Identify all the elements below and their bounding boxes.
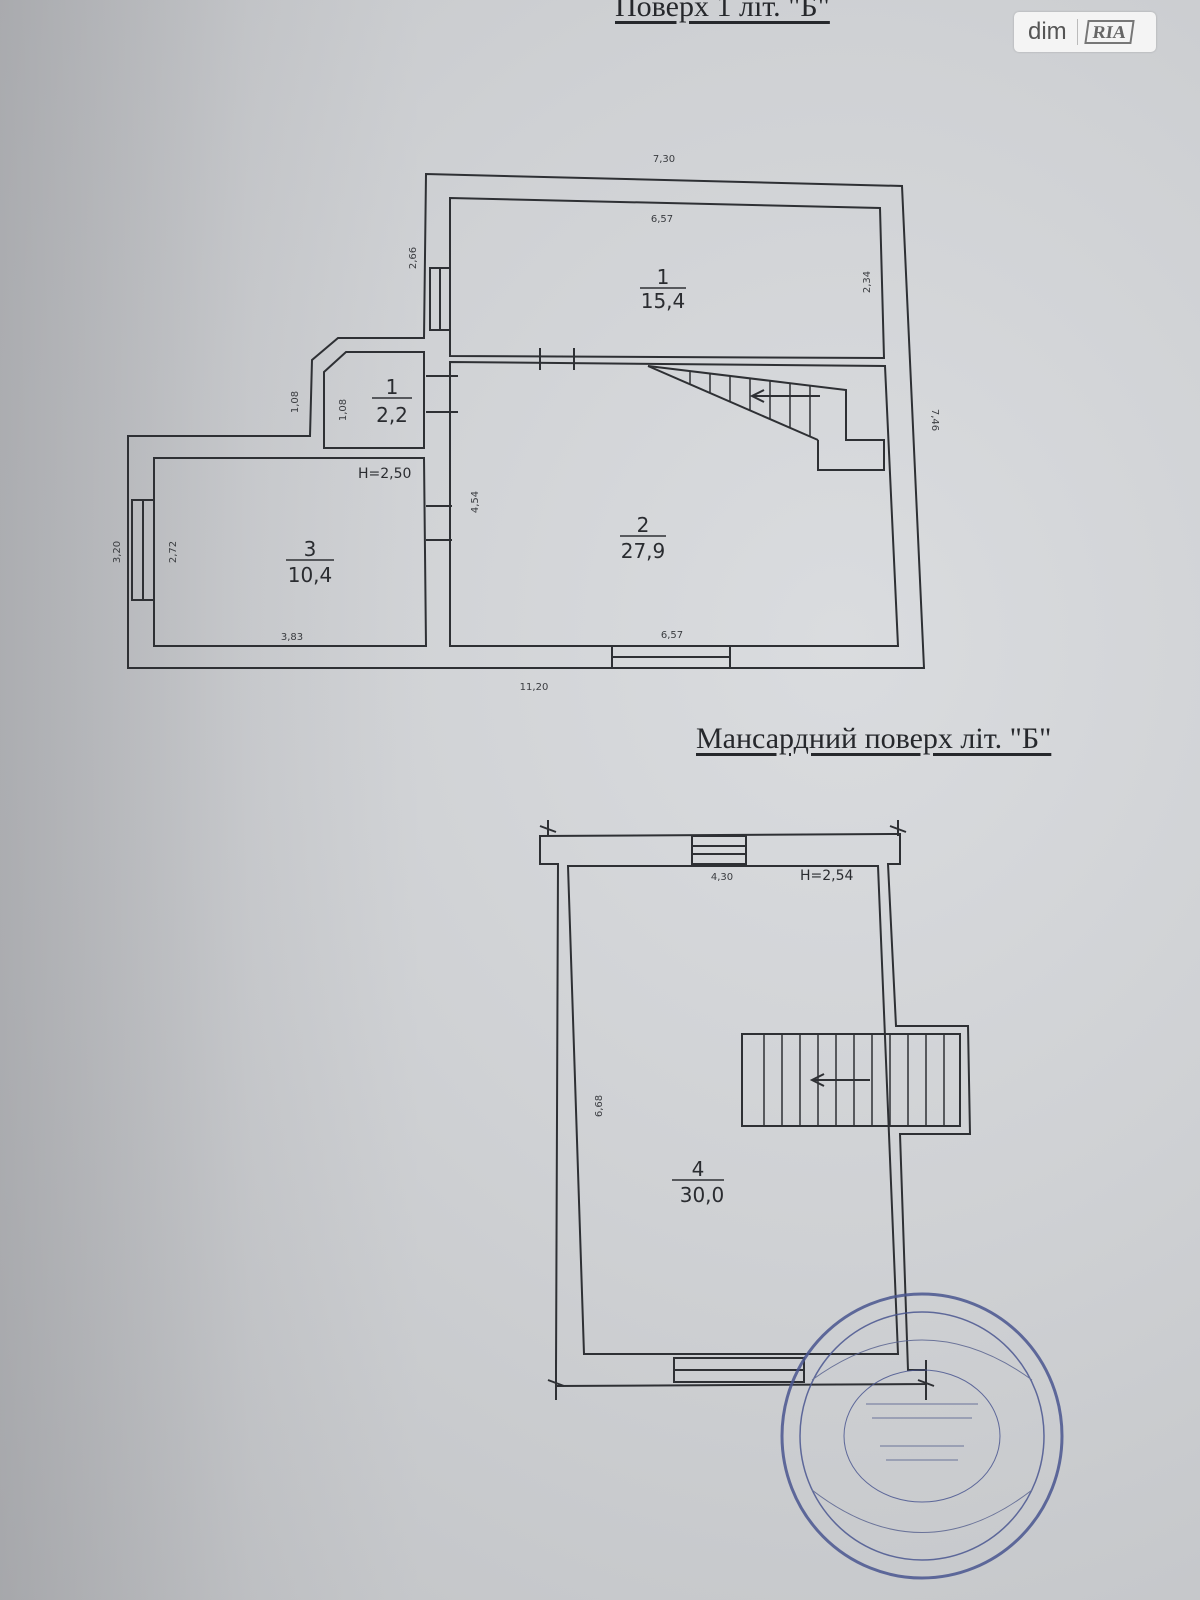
room-3-number: 3 — [304, 537, 317, 561]
attic-inner-wall — [566, 865, 900, 1355]
ground-floor-labels: 1 15,4 1 2,2 2 27,9 3 10,4 H=2,50 7,30 6… — [112, 154, 940, 693]
dim-room3-inner: 2,72 — [168, 541, 179, 563]
dim-room3-outer: 3,20 — [112, 541, 123, 563]
dim-room1-depth: 2,34 — [862, 271, 873, 293]
break-mark-bottom-right — [917, 1360, 935, 1400]
logo-dim-text: dim — [1028, 18, 1067, 45]
dim-left-small: 2,66 — [408, 247, 419, 269]
dim-top-outer: 7,30 — [653, 154, 675, 165]
ground-floor-plan — [127, 172, 926, 669]
ground-height-label: H=2,50 — [358, 466, 411, 482]
dim-vest-outer: 1,08 — [290, 391, 301, 413]
vestibule-outline — [323, 351, 425, 449]
attic-stair-treads — [763, 1034, 945, 1126]
break-mark-top-left — [539, 820, 557, 836]
attic-staircase — [741, 1033, 961, 1127]
room-4-area: 30,0 — [680, 1183, 725, 1207]
attic-height-label: H=2,54 — [800, 868, 854, 884]
ground-floor-title: Поверх 1 літ. "Б" — [615, 0, 830, 23]
dimria-logo: dim RIA — [1014, 12, 1156, 52]
room-1-number: 1 — [657, 265, 670, 289]
dim-vest-inner: 1,08 — [338, 399, 349, 421]
paper-shadow — [0, 0, 420, 1600]
room-1-area: 15,4 — [641, 289, 686, 313]
logo-separator — [1076, 19, 1078, 45]
dim-right-outer: 7,46 — [929, 409, 940, 431]
break-mark-bottom-left — [547, 1360, 565, 1400]
dim-room3-width: 3,83 — [281, 632, 303, 643]
dim-bottom-outer: 11,20 — [520, 682, 549, 693]
ground-outer-wall — [127, 172, 926, 669]
dim-room2-width: 6,57 — [661, 630, 683, 641]
attic-floor-plan — [539, 820, 972, 1400]
room-3-area: 10,4 — [288, 563, 333, 587]
dim-attic-depth: 6,68 — [594, 1095, 605, 1117]
ground-staircase — [647, 365, 885, 471]
room-3-outline — [153, 457, 428, 647]
room-2-outline — [449, 360, 900, 647]
attic-outer-wall — [539, 832, 972, 1388]
ground-stair-treads — [689, 371, 811, 436]
vestibule-number: 1 — [386, 375, 399, 399]
attic-floor-title: Мансардний поверх літ. "Б" — [696, 722, 1052, 755]
dim-room1-width: 6,57 — [651, 214, 673, 225]
attic-window-top — [691, 835, 747, 865]
room-2-number: 2 — [637, 513, 650, 537]
dim-room2-depth: 4,54 — [470, 491, 481, 513]
round-stamp — [780, 1292, 1064, 1580]
room-2-area: 27,9 — [621, 539, 666, 563]
vestibule-area: 2,2 — [376, 403, 408, 427]
attic-floor-labels: 4 30,0 H=2,54 4,30 6,68 — [594, 868, 854, 1207]
room-4-number: 4 — [692, 1157, 705, 1181]
dim-attic-width: 4,30 — [711, 872, 733, 883]
break-mark-top-right — [889, 820, 907, 836]
